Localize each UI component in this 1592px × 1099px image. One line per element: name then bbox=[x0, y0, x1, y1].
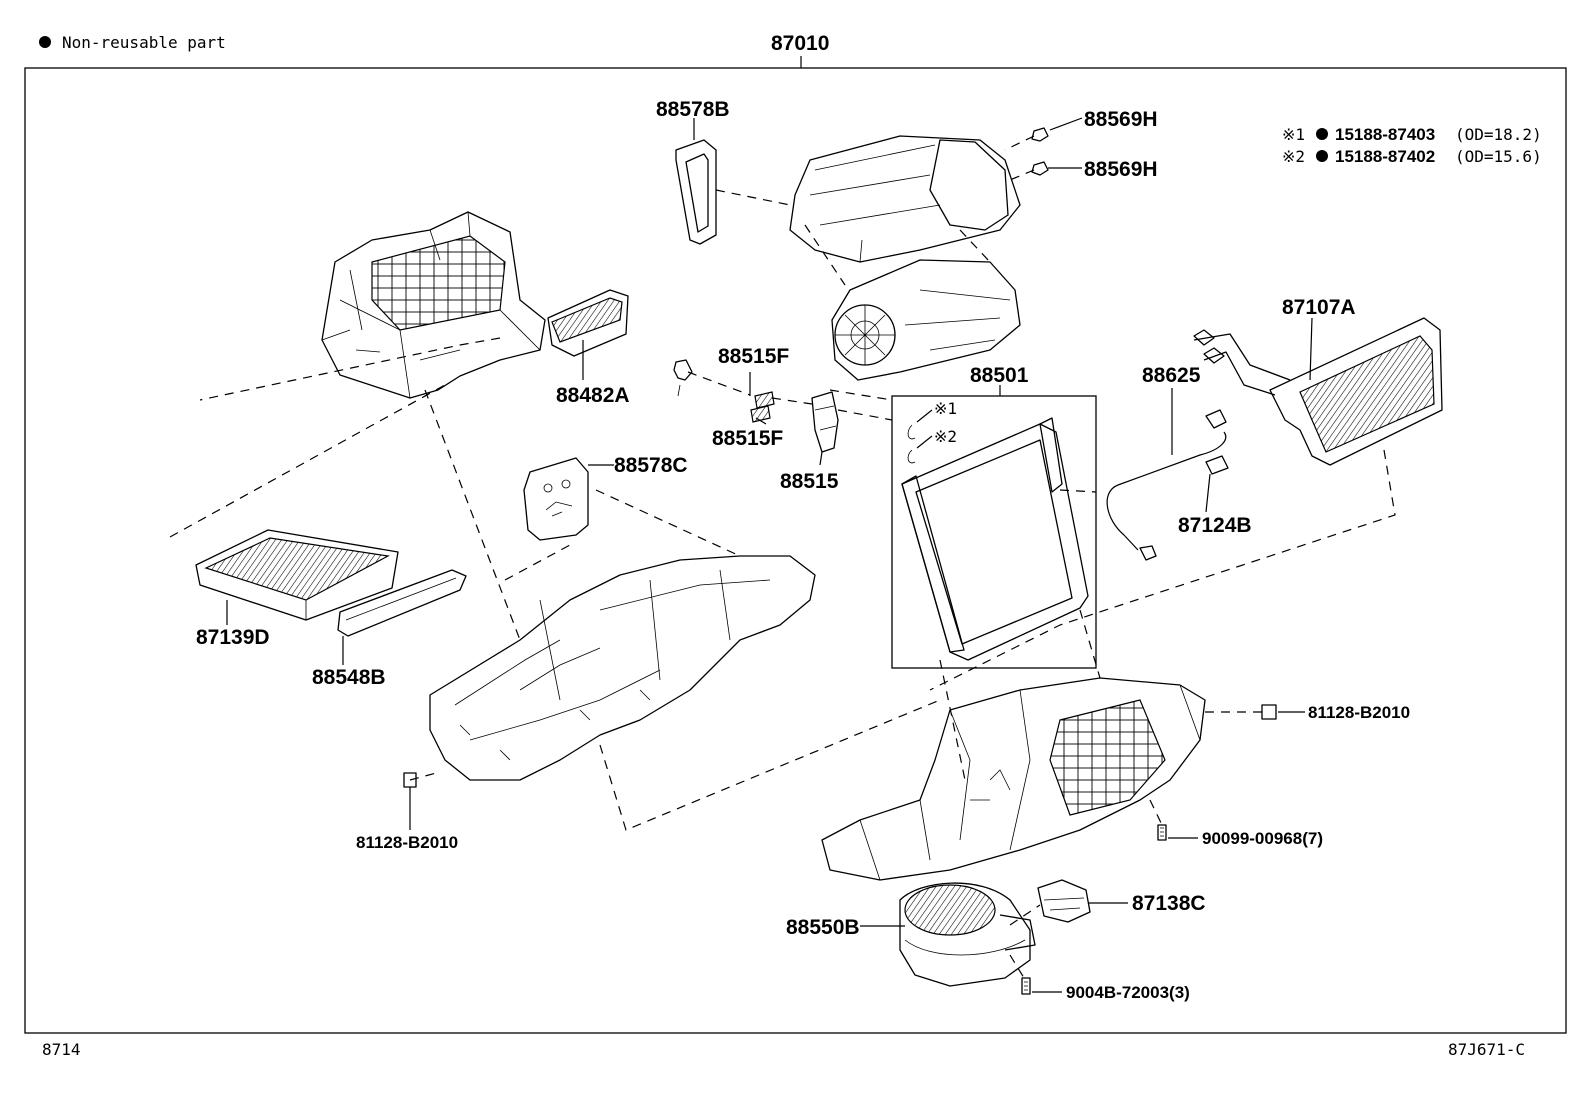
evaporator-group-frame bbox=[891, 395, 1097, 669]
svg-text:15188-87403: 15188-87403 bbox=[1335, 125, 1435, 144]
part-88548B-drawing bbox=[337, 569, 467, 637]
ref-mark-2: ※2 bbox=[934, 427, 957, 446]
dashed-assembly-lines bbox=[169, 135, 1396, 979]
part-88501-drawing bbox=[901, 409, 1089, 661]
lower-case-right-drawing bbox=[821, 677, 1206, 881]
ref-mark-1: ※1 bbox=[934, 399, 957, 418]
part-87138C-drawing bbox=[1037, 879, 1091, 923]
part-81128-right-drawing bbox=[1261, 704, 1277, 720]
part-87107A-drawing bbox=[1193, 317, 1443, 466]
callout-88569H-lower: 88569H bbox=[1084, 158, 1158, 181]
part-88578C-drawing bbox=[523, 457, 589, 541]
callout-88625: 88625 bbox=[1142, 364, 1201, 387]
callout-87107A: 87107A bbox=[1282, 296, 1356, 319]
callout-9004B-72003: 9004B-72003(3) bbox=[1066, 983, 1190, 1002]
non-reusable-dot-icon bbox=[39, 36, 51, 48]
part-88569H-clips-drawing bbox=[1031, 127, 1049, 176]
part-9004B-drawing bbox=[1021, 977, 1031, 995]
callout-81128-B2010-left: 81128-B2010 bbox=[356, 833, 458, 852]
svg-text:(OD=18.2): (OD=18.2) bbox=[1455, 125, 1542, 144]
callout-88548B: 88548B bbox=[312, 666, 386, 689]
upper-case-left-drawing bbox=[321, 211, 546, 399]
callout-88550B: 88550B bbox=[786, 916, 860, 939]
part-88550B-drawing bbox=[899, 882, 1036, 987]
callout-88515: 88515 bbox=[780, 470, 839, 493]
note-2-dot-icon bbox=[1316, 150, 1328, 162]
callout-88569H-upper: 88569H bbox=[1084, 108, 1158, 131]
lower-case-left-drawing bbox=[429, 555, 816, 781]
callout-87138C: 87138C bbox=[1132, 892, 1206, 915]
part-88625-drawing bbox=[1106, 409, 1229, 561]
note-2: ※2 15188-87402 (OD=15.6) bbox=[1282, 147, 1542, 166]
footer-right-code: 87J671-C bbox=[1448, 1040, 1525, 1059]
part-88515-drawing bbox=[811, 391, 839, 453]
part-90099-drawing bbox=[1157, 824, 1167, 841]
svg-text:15188-87402: 15188-87402 bbox=[1335, 147, 1435, 166]
assembly-label: 87010 bbox=[771, 32, 829, 55]
callout-88515F-lower: 88515F bbox=[712, 427, 783, 450]
callout-87139D: 87139D bbox=[196, 626, 270, 649]
clip-drawing bbox=[673, 359, 693, 397]
callout-88501: 88501 bbox=[970, 364, 1029, 387]
legend-text: Non-reusable part bbox=[62, 33, 226, 52]
callout-88515F-upper: 88515F bbox=[718, 345, 789, 368]
svg-text:(OD=15.6): (OD=15.6) bbox=[1455, 147, 1542, 166]
note-1-dot-icon bbox=[1316, 128, 1328, 140]
callout-90099-00968: 90099-00968(7) bbox=[1202, 829, 1323, 848]
note-1: ※1 15188-87403 (OD=18.2) bbox=[1282, 125, 1542, 144]
part-88482A-drawing bbox=[547, 289, 629, 357]
svg-text:※1: ※1 bbox=[1282, 125, 1305, 144]
callout-88578B: 88578B bbox=[656, 98, 730, 121]
callout-88482A: 88482A bbox=[556, 384, 630, 407]
upper-case-right-drawing bbox=[789, 135, 1021, 381]
callout-87124B: 87124B bbox=[1178, 514, 1252, 537]
svg-text:※2: ※2 bbox=[1282, 147, 1305, 166]
footer-left-code: 8714 bbox=[42, 1040, 81, 1059]
leader-lines bbox=[226, 117, 1313, 993]
part-88515F-drawing bbox=[750, 391, 775, 423]
assembly-frame bbox=[24, 67, 1567, 1034]
callout-88578C: 88578C bbox=[614, 454, 688, 477]
part-87139D-drawing bbox=[195, 529, 399, 621]
part-88578B-drawing bbox=[675, 139, 717, 245]
callout-81128-B2010-right: 81128-B2010 bbox=[1308, 703, 1410, 722]
